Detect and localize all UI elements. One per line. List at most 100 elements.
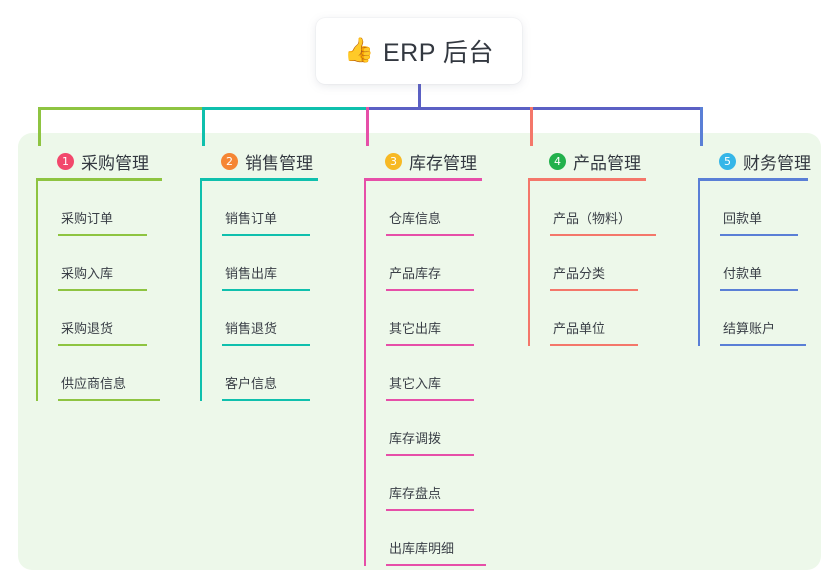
- item-label: 库存盘点: [389, 486, 442, 501]
- list-item[interactable]: 销售出库: [200, 236, 318, 291]
- branch-drop-1: [38, 107, 41, 146]
- list-item[interactable]: 其它出库: [364, 291, 482, 346]
- branch-header-销售管理[interactable]: 2 销售管理: [200, 144, 318, 178]
- list-item[interactable]: 出库库明细: [364, 511, 486, 566]
- list-item[interactable]: 产品（物料）: [528, 181, 656, 236]
- item-connector: [364, 346, 366, 401]
- list-item[interactable]: 其它入库: [364, 346, 482, 401]
- branch-underline: [200, 178, 318, 181]
- branch-underline: [364, 178, 482, 181]
- item-label: 销售出库: [225, 266, 278, 281]
- branch-title-label: 产品管理: [573, 153, 641, 173]
- item-label: 仓库信息: [389, 211, 442, 226]
- item-connector: [364, 456, 366, 511]
- item-underline: [58, 344, 147, 346]
- branch-item-list: 仓库信息产品库存其它出库其它入库库存调拨库存盘点出库库明细: [364, 181, 486, 566]
- branch-column-2: 2 销售管理销售订单销售出库销售退货客户信息: [200, 144, 318, 401]
- item-connector: [698, 291, 700, 346]
- diagram-panel: [18, 133, 821, 570]
- list-item[interactable]: 结算账户: [698, 291, 808, 346]
- item-label: 结算账户: [723, 321, 776, 336]
- branch-number-badge: 2: [221, 152, 238, 170]
- list-item[interactable]: 产品分类: [528, 236, 646, 291]
- item-label: 客户信息: [225, 376, 278, 391]
- item-label: 其它入库: [389, 376, 442, 391]
- item-connector: [36, 181, 38, 236]
- list-item[interactable]: 销售退货: [200, 291, 318, 346]
- item-underline: [58, 234, 147, 236]
- item-connector: [36, 236, 38, 291]
- item-connector: [364, 401, 366, 456]
- item-connector: [36, 346, 38, 401]
- item-connector: [36, 291, 38, 346]
- root-node-erp-backend[interactable]: 👍 ERP 后台: [316, 18, 522, 84]
- branch-item-list: 回款单付款单结算账户: [698, 181, 808, 346]
- item-connector: [528, 181, 530, 236]
- list-item[interactable]: 仓库信息: [364, 181, 482, 236]
- list-item[interactable]: 采购入库: [36, 236, 162, 291]
- branch-number-badge: 3: [385, 152, 402, 170]
- item-underline: [222, 289, 310, 291]
- item-underline: [720, 344, 806, 346]
- item-connector: [698, 181, 700, 236]
- branch-number-badge: 5: [719, 152, 736, 170]
- list-item[interactable]: 采购退货: [36, 291, 162, 346]
- list-item[interactable]: 产品单位: [528, 291, 646, 346]
- item-underline: [58, 289, 147, 291]
- list-item[interactable]: 库存盘点: [364, 456, 482, 511]
- list-item[interactable]: 供应商信息: [36, 346, 162, 401]
- list-item[interactable]: 销售订单: [200, 181, 318, 236]
- list-item[interactable]: 产品库存: [364, 236, 482, 291]
- branch-number-badge: 1: [57, 152, 74, 170]
- item-underline: [222, 344, 310, 346]
- item-connector: [200, 181, 202, 236]
- item-label: 产品（物料）: [553, 211, 632, 226]
- list-item[interactable]: 采购订单: [36, 181, 162, 236]
- branch-drop-5: [700, 107, 703, 146]
- item-connector: [528, 291, 530, 346]
- branch-item-list: 销售订单销售出库销售退货客户信息: [200, 181, 318, 401]
- bus-segment-3: [366, 107, 533, 110]
- list-item[interactable]: 库存调拨: [364, 401, 482, 456]
- bus-segment-2: [202, 107, 369, 110]
- item-label: 回款单: [723, 211, 763, 226]
- branch-underline: [698, 178, 808, 181]
- branch-underline: [528, 178, 646, 181]
- branch-item-list: 采购订单采购入库采购退货供应商信息: [36, 181, 162, 401]
- list-item[interactable]: 客户信息: [200, 346, 318, 401]
- item-underline: [550, 344, 638, 346]
- item-underline: [222, 234, 310, 236]
- item-connector: [698, 236, 700, 291]
- root-stem: [418, 84, 421, 110]
- item-label: 产品分类: [553, 266, 606, 281]
- item-underline: [222, 399, 310, 401]
- item-connector: [364, 181, 366, 236]
- item-connector: [364, 291, 366, 346]
- list-item[interactable]: 回款单: [698, 181, 808, 236]
- item-underline: [386, 399, 474, 401]
- branch-header-库存管理[interactable]: 3 库存管理: [364, 144, 482, 178]
- item-label: 采购退货: [61, 321, 114, 336]
- item-underline: [386, 344, 474, 346]
- item-label: 其它出库: [389, 321, 442, 336]
- branch-title-label: 库存管理: [409, 153, 477, 173]
- bus-segment-1: [38, 107, 205, 110]
- item-underline: [720, 234, 798, 236]
- branch-item-list: 产品（物料） 产品分类产品单位: [528, 181, 656, 346]
- item-label: 销售订单: [225, 211, 278, 226]
- branch-title-label: 销售管理: [245, 153, 313, 173]
- list-item[interactable]: 付款单: [698, 236, 808, 291]
- item-label: 出库库明细: [389, 541, 455, 556]
- item-label: 库存调拨: [389, 431, 442, 446]
- branch-drop-2: [202, 107, 205, 146]
- item-connector: [364, 511, 366, 566]
- item-label: 销售退货: [225, 321, 278, 336]
- item-label: 供应商信息: [61, 376, 127, 391]
- item-underline: [386, 454, 474, 456]
